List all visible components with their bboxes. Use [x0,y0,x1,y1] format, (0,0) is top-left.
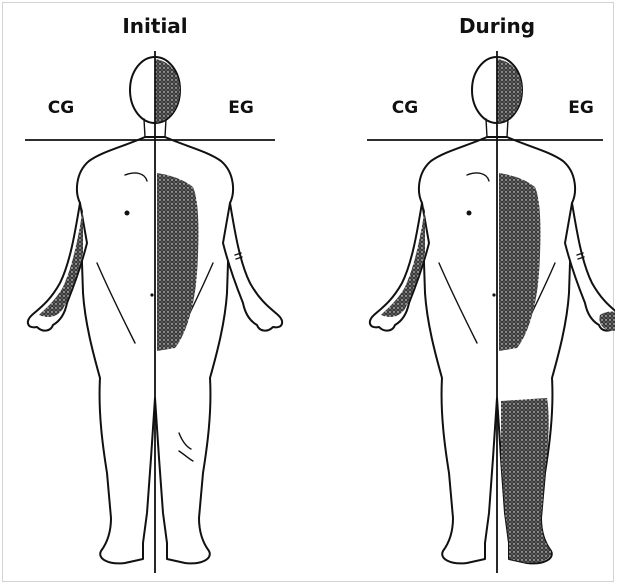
shaded-right-leg [501,398,551,563]
body-chart-canvas: Initial CG EG During CG EG [3,3,615,583]
body-outline [370,57,615,563]
cg-label: CG [48,98,74,118]
panel-during [367,51,615,573]
eg-label: EG [568,98,594,118]
panel-initial [25,51,282,573]
body-chart-figure: Initial CG EG During CG EG [2,2,614,582]
shaded-head-right-half [497,59,522,123]
shaded-head-right-half [155,59,180,123]
panel-title-initial: Initial [122,14,187,38]
cg-label: CG [392,98,418,118]
eg-label: EG [228,98,254,118]
panel-title-during: During [459,14,535,38]
